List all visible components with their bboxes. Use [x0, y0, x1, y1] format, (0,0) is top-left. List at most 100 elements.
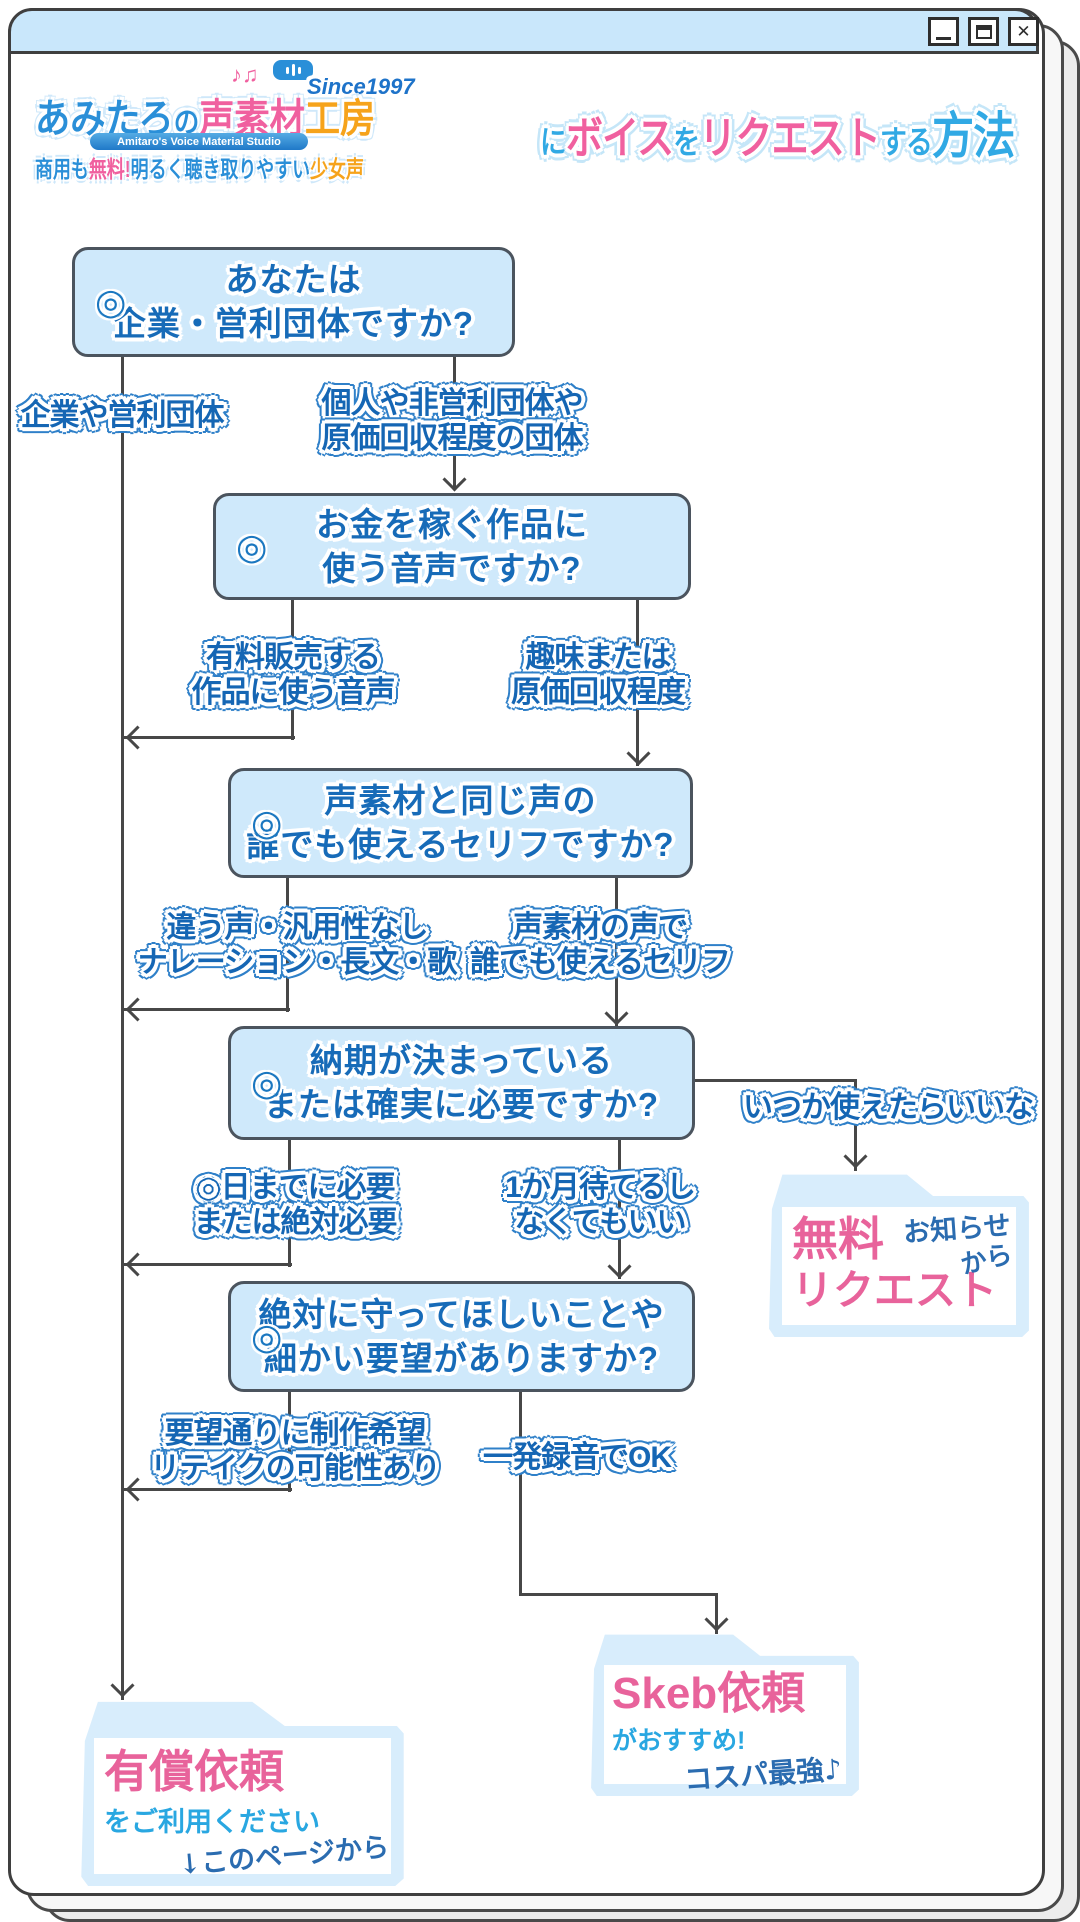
tagline-part: 明るく聴き取りやすい: [130, 156, 311, 182]
question-line: 声素材と同じ声の: [324, 782, 597, 820]
site-logo: ♪♫ Since1997 あみたろの声素材工房 Amitaro's Voice …: [35, 56, 535, 182]
branch-label-paid-work: 有料販売する 作品に使う音声: [191, 640, 396, 711]
label-line: 趣味または: [525, 641, 672, 674]
branch-label-different-voice: 違う声・汎用性なし ナレーション・長文・歌: [137, 910, 457, 981]
connector-line: [519, 1390, 522, 1596]
result-title: 無料: [792, 1213, 884, 1265]
label-line: ◎日までに必要: [195, 1171, 395, 1204]
folder-panel: 有償依頼 をご利用ください ↓このページから: [94, 1738, 391, 1881]
title-part: 方法: [932, 108, 1015, 164]
connector-line: [123, 1008, 290, 1011]
title-part: リクエスト: [699, 114, 880, 163]
label-line: 一発録音でOK: [483, 1441, 672, 1474]
logo-since-badge: Since1997: [307, 74, 415, 99]
connector-line: [519, 1593, 718, 1596]
close-icon: ✕: [1016, 22, 1031, 41]
maximize-icon: [975, 24, 992, 39]
branch-label-needed-by-date: ◎日までに必要 または絶対必要: [193, 1170, 398, 1241]
branch-label-same-voice: 声素材の声で 誰でも使えるセリフ: [469, 910, 731, 981]
question-line: お金を稼ぐ作品に: [316, 505, 588, 543]
label-line: 1か月待てるし: [505, 1171, 696, 1204]
label-line: ナレーション・長文・歌: [137, 946, 457, 980]
question-line: 細かい要望がありますか?: [263, 1339, 660, 1377]
minimize-icon: [936, 37, 951, 40]
label-line: 要望通りに制作希望: [164, 1417, 427, 1450]
decision-box-deadline: ◎ 納期が決まっているまたは確実に必要ですか?: [228, 1026, 695, 1140]
label-line: 原価回収程度: [511, 676, 686, 710]
double-circle-marker: ◎: [236, 525, 268, 567]
label-line: いつか使えたらいいな: [743, 1091, 1034, 1124]
tagline-part: 無料!: [88, 156, 131, 182]
decision-box-company: ◎ あなたは企業・営利団体ですか?: [72, 247, 515, 357]
label-line: 声素材の声で: [512, 911, 688, 944]
branch-label-retake-possible: 要望通りに制作希望 リテイクの可能性あり: [150, 1416, 440, 1487]
folder-panel: Skeb依頼 がおすすめ! コスパ最強♪: [604, 1665, 846, 1796]
double-circle-marker: ◎: [251, 802, 283, 843]
connector-line: [288, 1390, 291, 1492]
question-line: 絶対に守ってほしいことや: [258, 1295, 665, 1333]
connector-line: [636, 598, 639, 766]
label-line: 作品に使う音声: [191, 676, 396, 710]
music-notes-icon: ♪♫: [231, 62, 259, 87]
minimize-button[interactable]: [928, 17, 959, 46]
decision-box-same-voice: ◎ 声素材と同じ声の誰でも使えるセリフですか?: [228, 768, 693, 878]
sound-wave-icon: [271, 58, 315, 82]
title-part: ボイス: [566, 114, 674, 163]
question-line: または確実に必要ですか?: [263, 1086, 660, 1123]
result-subtitle: をご利用ください: [104, 1807, 320, 1837]
close-button[interactable]: ✕: [1008, 17, 1039, 46]
branch-label-someday: いつか使えたらいいな: [743, 1090, 1034, 1125]
label-line: リテイクの可能性あり: [150, 1452, 440, 1486]
label-line: 違う声・汎用性なし: [166, 911, 429, 944]
folder-panel: 無料 リクエスト お知らせ から: [782, 1207, 1016, 1325]
double-circle-marker: ◎: [251, 1062, 283, 1103]
connector-line: [854, 1079, 857, 1171]
decision-box-requirements: ◎ 絶対に守ってほしいことや細かい要望がありますか?: [228, 1281, 695, 1392]
maximize-button[interactable]: [968, 17, 999, 46]
folder-free-request[interactable]: 無料 リクエスト お知らせ から: [768, 1173, 1030, 1337]
connector-line: [123, 1488, 292, 1491]
label-line: 誰でも使えるセリフ: [469, 946, 731, 980]
branch-label-hobby: 趣味または 原価回収程度: [511, 640, 686, 711]
logo-subtitle-pill: Amitaro's Voice Material Studio: [90, 133, 308, 150]
folder-skeb[interactable]: Skeb依頼 がおすすめ! コスパ最強♪: [590, 1633, 860, 1796]
connector-line: [693, 1079, 857, 1082]
branch-label-one-take-ok: 一発録音でOK: [483, 1440, 672, 1475]
connector-line: [288, 1138, 291, 1267]
label-line: 企業や営利団体: [20, 399, 225, 432]
question-line: 納期が決まっている: [309, 1042, 613, 1080]
tagline-part: 商用も: [35, 156, 89, 182]
folder-paid-request[interactable]: 有償依頼 をご利用ください ↓このページから: [80, 1700, 405, 1886]
logo-name-part: 工房: [304, 97, 376, 141]
result-title: リクエスト: [792, 1267, 997, 1313]
label-line: 原価回収程度の団体: [321, 422, 584, 456]
title-bar: [8, 8, 1039, 54]
question-line: あなたは: [225, 261, 362, 299]
connector-line: [615, 876, 618, 1026]
logo-tagline: 商用も無料!明るく聴き取りやすい少女声: [35, 150, 364, 184]
connector-line: [123, 736, 295, 739]
result-title: Skeb依頼: [612, 1669, 806, 1718]
result-subtitle: がおすすめ!: [612, 1727, 746, 1755]
question-line: 使う音声ですか?: [322, 549, 582, 587]
connector-line: [123, 1263, 292, 1266]
question-line: 誰でも使えるセリフですか?: [246, 826, 675, 863]
connector-line: [715, 1593, 718, 1634]
connector-line: [286, 876, 289, 1012]
connector-line: [453, 357, 456, 490]
label-line: 有料販売する: [206, 641, 381, 674]
result-title: 有償依頼: [104, 1746, 285, 1797]
double-circle-marker: ◎: [95, 281, 127, 322]
connector-line: [291, 598, 294, 740]
connector-line: [121, 357, 124, 1700]
page-title: にボイスをリクエストする方法: [540, 96, 1015, 168]
branch-label-can-wait: 1か月待てるし なくてもいい: [505, 1170, 696, 1241]
label-line: 個人や非営利団体や: [321, 387, 584, 420]
label-line: または絶対必要: [193, 1206, 398, 1240]
branch-label-individual: 個人や非営利団体や 原価回収程度の団体: [321, 386, 584, 457]
connector-line: [618, 1138, 621, 1279]
branch-label-company: 企業や営利団体: [20, 398, 225, 433]
title-part: に: [540, 124, 567, 160]
double-circle-marker: ◎: [251, 1315, 283, 1357]
question-line: 企業・営利団体ですか?: [112, 305, 475, 342]
